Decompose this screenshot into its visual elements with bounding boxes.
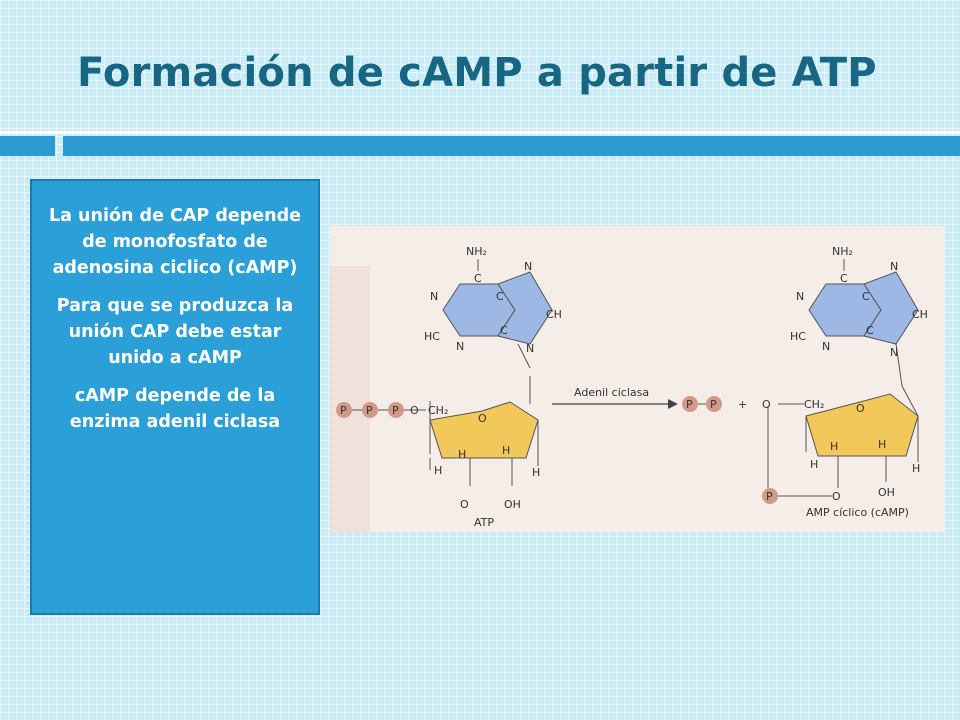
atom-label: O	[460, 498, 469, 511]
atom-label: OH	[504, 498, 521, 511]
bullet-text: Para que se produzca la unión CAP debe e…	[56, 296, 294, 368]
phosphate-circle	[388, 402, 404, 418]
atom-label: C	[862, 290, 870, 303]
accent-bar-left	[0, 136, 55, 156]
atom-label: O	[856, 402, 865, 415]
atom-label: H	[830, 440, 838, 453]
atom-label: H	[502, 444, 510, 457]
atom-label: CH	[546, 308, 562, 321]
molecule-name: AMP cíclico (cAMP)	[806, 506, 909, 519]
atom-label: C	[474, 272, 482, 285]
atom-label: O	[478, 412, 487, 425]
atom-label: O	[410, 404, 419, 417]
atom-label: P	[710, 398, 717, 411]
atom-label: CH	[912, 308, 928, 321]
bullet-text: cAMP depende de la enzima adenil ciclasa	[69, 386, 281, 432]
atom-label: N	[796, 290, 804, 303]
atom-label: H	[878, 438, 886, 451]
atom-label: HC	[424, 330, 440, 343]
atom-label: H	[810, 458, 818, 471]
atom-label: N	[890, 346, 898, 359]
atom-label: C	[496, 290, 504, 303]
phosphate-circle	[362, 402, 378, 418]
accent-bar-right	[63, 136, 960, 156]
reaction-diagram: NH₂ C N C N CH HC C N N P P P O CH₂ O H …	[330, 226, 944, 532]
atom-label: H	[912, 462, 920, 475]
atom-label: H	[458, 448, 466, 461]
bullet-text: La unión de CAP depende de monofosfato d…	[49, 206, 301, 278]
atom-label: HC	[790, 330, 806, 343]
atom-label: OH	[878, 486, 895, 499]
atom-label: N	[822, 340, 830, 353]
atom-label: P	[366, 404, 373, 417]
atom-label: P	[392, 404, 399, 417]
atom-label: NH₂	[466, 245, 487, 258]
atom-label: P	[686, 398, 693, 411]
enzyme-label: Adenil ciclasa	[574, 386, 649, 399]
atom-label: P	[340, 404, 347, 417]
atom-label: N	[890, 260, 898, 273]
atom-label: O	[762, 398, 771, 411]
atom-label: CH₂	[428, 404, 448, 417]
atom-label: N	[524, 260, 532, 273]
atom-label: H	[532, 466, 540, 479]
phosphate-circle	[706, 396, 722, 412]
atom-label: C	[866, 324, 874, 337]
plus-sign: +	[738, 398, 747, 411]
atom-label: H	[434, 464, 442, 477]
phosphate-circle	[336, 402, 352, 418]
purine-ring-5	[497, 271, 553, 345]
atom-label: N	[430, 290, 438, 303]
phosphate-circle	[762, 488, 778, 504]
atom-label: C	[500, 324, 508, 337]
atom-label: NH₂	[832, 245, 853, 258]
molecule-name: ATP	[474, 516, 494, 529]
atom-label: N	[456, 340, 464, 353]
atom-label: O	[832, 490, 841, 503]
atom-label: CH₂	[804, 398, 824, 411]
divider-line	[0, 131, 960, 134]
atom-label: C	[840, 272, 848, 285]
atom-label: P	[766, 490, 773, 503]
page-title: Formación de cAMP a partir de ATP	[77, 50, 877, 96]
reaction-figure: NH₂ C N C N CH HC C N N P P P O CH₂ O H …	[330, 226, 944, 532]
bullet-textbox: La unión de CAP depende de monofosfato d…	[30, 179, 320, 615]
atom-label: N	[526, 342, 534, 355]
phosphate-circle	[682, 396, 698, 412]
